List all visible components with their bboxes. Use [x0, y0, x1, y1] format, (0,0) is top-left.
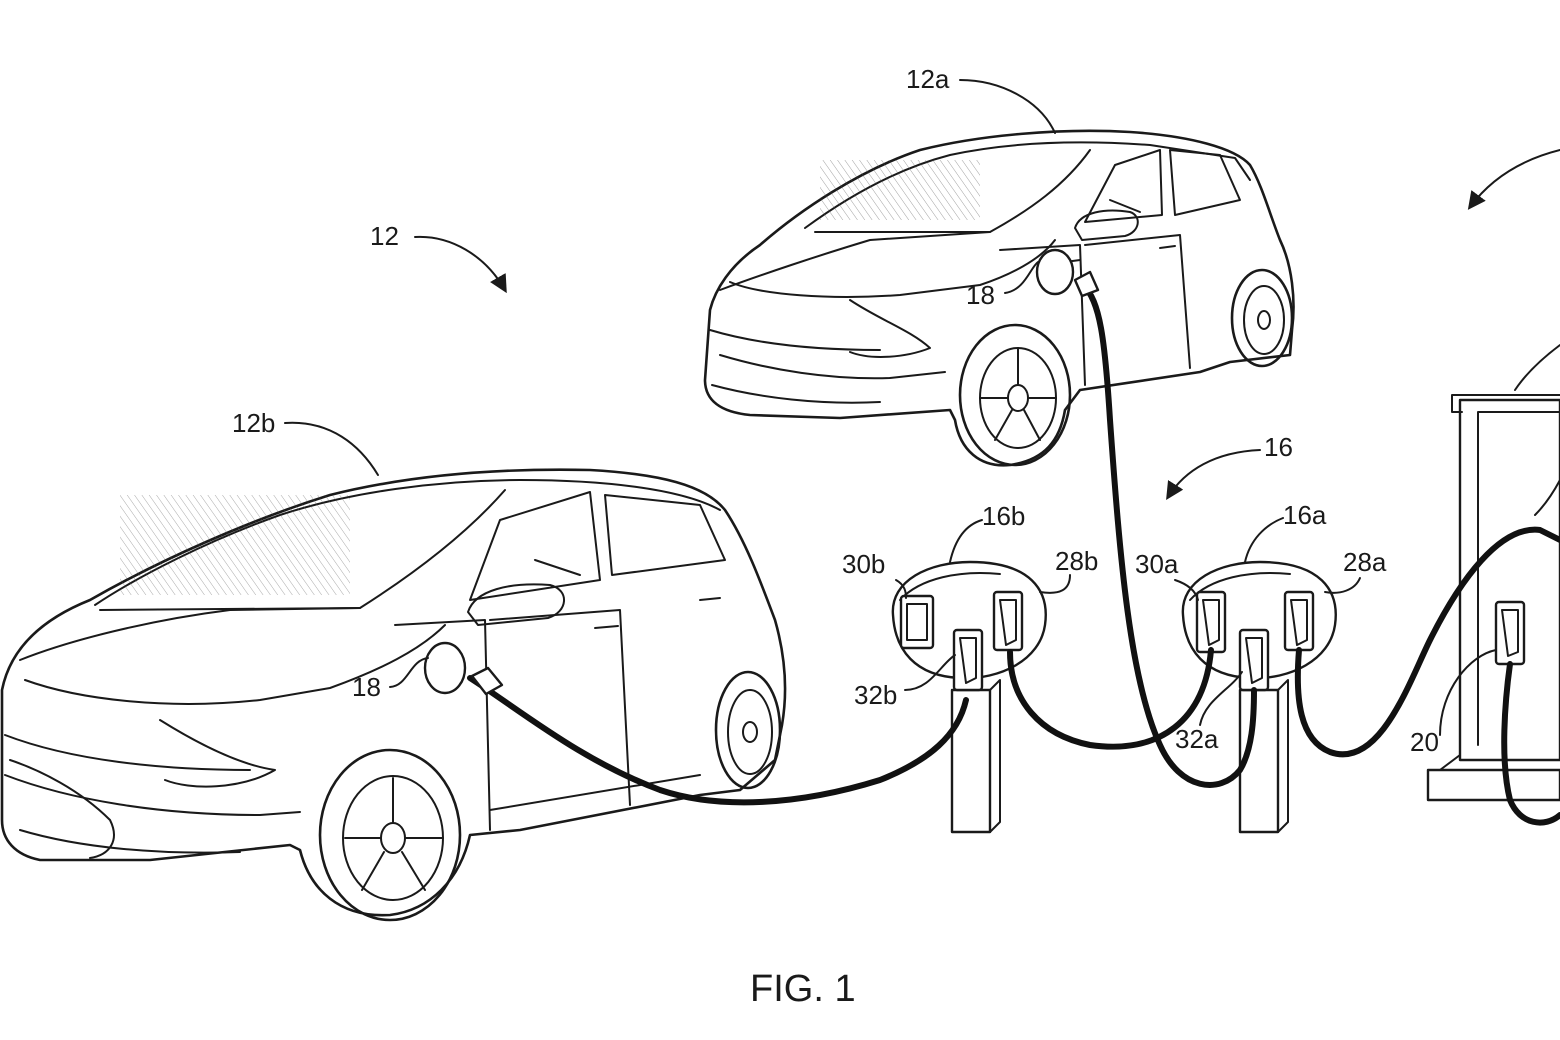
label-30b: 30b — [842, 549, 886, 579]
label-18-lower: 18 — [352, 672, 381, 702]
label-16a: 16a — [1283, 500, 1327, 530]
plug-12a — [1073, 270, 1100, 298]
plug-12b — [470, 666, 504, 696]
vehicle-12a — [703, 129, 1295, 467]
connector-28b — [992, 590, 1024, 652]
label-32b: 32b — [854, 680, 898, 710]
connector-32a — [1238, 628, 1270, 692]
charge-port-12a — [1035, 248, 1075, 296]
figure-caption: FIG. 1 — [750, 968, 856, 1010]
label-28a: 28a — [1343, 547, 1387, 577]
display-30b — [899, 594, 935, 650]
charge-port-12b — [423, 641, 467, 695]
label-12a: 12a — [906, 64, 950, 94]
cable-28b-to-30a — [1007, 647, 1214, 750]
cable-20-loop — [1501, 661, 1560, 826]
windshield-hatching — [820, 160, 980, 220]
label-18-upper: 18 — [966, 280, 995, 310]
connector-30a — [1195, 590, 1227, 654]
vehicle-12b — [0, 468, 787, 922]
label-16: 16 — [1264, 432, 1293, 462]
windshield-hatching — [120, 495, 350, 595]
connector-20 — [1494, 600, 1526, 666]
charging-station-16a — [1181, 560, 1337, 834]
label-28b: 28b — [1055, 546, 1099, 576]
label-30a: 30a — [1135, 549, 1179, 579]
cable-12b-to-32b — [467, 675, 969, 806]
connector-32b — [952, 628, 984, 692]
cable-28a-to-20 — [1294, 526, 1560, 758]
charging-station-20 — [1426, 394, 1560, 802]
label-12: 12 — [370, 221, 399, 251]
label-32a: 32a — [1175, 724, 1219, 754]
cable-12a-to-32a — [1080, 282, 1257, 788]
connector-28a — [1283, 590, 1315, 652]
label-16b: 16b — [982, 501, 1026, 531]
label-20: 20 — [1410, 727, 1439, 757]
label-12b: 12b — [232, 408, 276, 438]
